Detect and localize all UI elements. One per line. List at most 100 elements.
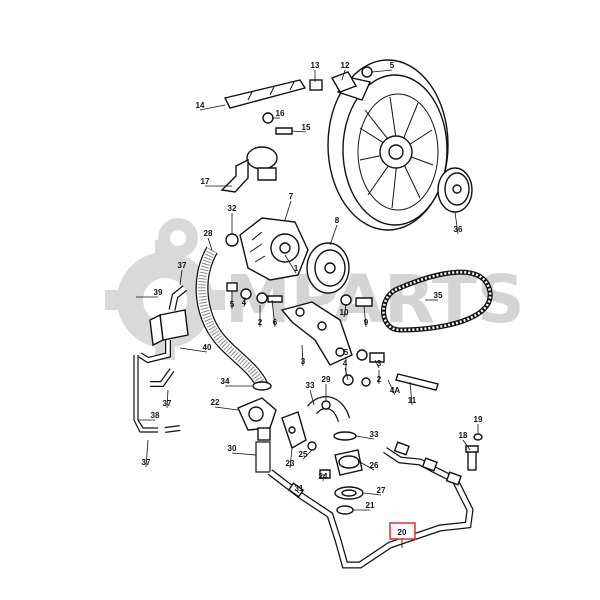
leader-line: [207, 237, 213, 251]
callout-9: 9: [364, 318, 369, 327]
callout-3: 3: [301, 357, 306, 366]
leader-line: [355, 435, 375, 440]
callout-40: 40: [203, 343, 212, 352]
callout-13: 13: [311, 61, 320, 70]
leader-line: [409, 381, 413, 406]
leader-line: [341, 69, 346, 81]
callout-7: 7: [289, 192, 294, 201]
callout-4: 4: [343, 359, 348, 368]
leader-line: [363, 492, 382, 496]
callout-39: 39: [154, 288, 163, 297]
leader-line: [322, 473, 325, 482]
callout-33: 33: [370, 430, 379, 439]
callout-27: 27: [377, 486, 386, 495]
leader-line: [214, 406, 239, 411]
leader-line: [309, 389, 315, 406]
callout-36: 36: [454, 225, 463, 234]
callout-32: 32: [228, 204, 237, 213]
leader-line: [454, 211, 459, 235]
fan-housing: [327, 59, 449, 231]
callout-35: 35: [434, 291, 443, 300]
callout-15: 15: [302, 123, 311, 132]
callout-16: 16: [276, 109, 285, 118]
callout-5: 5: [230, 300, 235, 309]
leader-line: [371, 69, 393, 73]
leader-line: [199, 104, 226, 111]
leader-line: [343, 304, 347, 318]
leader-line: [231, 452, 257, 456]
callout-37: 37: [178, 261, 187, 270]
leader-line: [284, 254, 297, 274]
leader-line: [271, 299, 276, 328]
callout-5: 5: [390, 61, 395, 70]
callout-1: 1: [294, 264, 299, 273]
leader-line: [329, 224, 338, 246]
leader-line: [289, 447, 293, 469]
leader-line: [344, 367, 349, 381]
callout-17: 17: [201, 177, 210, 186]
callout-8: 8: [335, 216, 340, 225]
leader-line: [145, 439, 149, 468]
leader-line: [295, 489, 300, 494]
leader-line: [301, 344, 304, 367]
bracket-23: [281, 411, 307, 450]
callout-2: 2: [258, 318, 263, 327]
callout-4: 4: [242, 298, 247, 307]
callout-4a: 4A: [390, 386, 400, 395]
leader-line: [284, 200, 292, 221]
leader-line: [359, 461, 375, 471]
callout-28: 28: [204, 229, 213, 238]
leader-line: [302, 449, 313, 460]
sensor-17: [220, 146, 278, 193]
v-belt-35: [381, 269, 493, 333]
callout-12: 12: [341, 61, 350, 70]
callout-14: 14: [196, 101, 205, 110]
oil-pipe-20: [267, 441, 474, 569]
sensor-18: [465, 433, 483, 471]
callout-26: 26: [370, 461, 379, 470]
callout-25: 25: [299, 450, 308, 459]
screws-24-25: [307, 441, 331, 479]
hose-28: [195, 246, 268, 389]
leader-line: [462, 439, 471, 451]
fitting-26: [334, 449, 364, 515]
callout-24: 24: [319, 472, 328, 481]
callout-3: 3: [377, 359, 382, 368]
clamp-34: [252, 381, 272, 391]
leader-lines: [136, 69, 479, 511]
callout-19: 19: [474, 415, 483, 424]
bracket-14: [223, 79, 307, 109]
callout-20: 20: [398, 528, 407, 537]
callout-2: 2: [377, 375, 382, 384]
leader-line: [166, 389, 169, 409]
callout-22: 22: [211, 398, 220, 407]
callout-29: 29: [322, 375, 331, 384]
callout-23: 23: [286, 459, 295, 468]
leader-line: [291, 130, 307, 133]
callout-18: 18: [459, 431, 468, 440]
callout-21: 21: [366, 501, 375, 510]
leader-line: [387, 379, 396, 396]
oil-lines-left: [133, 285, 189, 433]
callout-34: 34: [221, 377, 230, 386]
callout-37: 37: [142, 458, 151, 467]
leader-line: [179, 269, 183, 286]
pump-22: [237, 397, 277, 473]
callout-30: 30: [228, 444, 237, 453]
leader-line: [374, 359, 380, 369]
callout-38: 38: [151, 411, 160, 420]
callout-10: 10: [340, 308, 349, 317]
highlight-part-20: 20: [389, 522, 416, 548]
callout-6: 6: [273, 318, 278, 327]
callout-11: 11: [408, 396, 417, 405]
leader-line: [179, 347, 208, 353]
callout-33: 33: [306, 381, 315, 390]
leader-line: [363, 305, 367, 328]
gear-logo-icon: [105, 218, 225, 360]
pulley-36: [437, 167, 473, 213]
callout-31: 31: [295, 484, 304, 493]
elbow-hose-29: [307, 396, 357, 441]
bracket-1: [280, 301, 353, 366]
